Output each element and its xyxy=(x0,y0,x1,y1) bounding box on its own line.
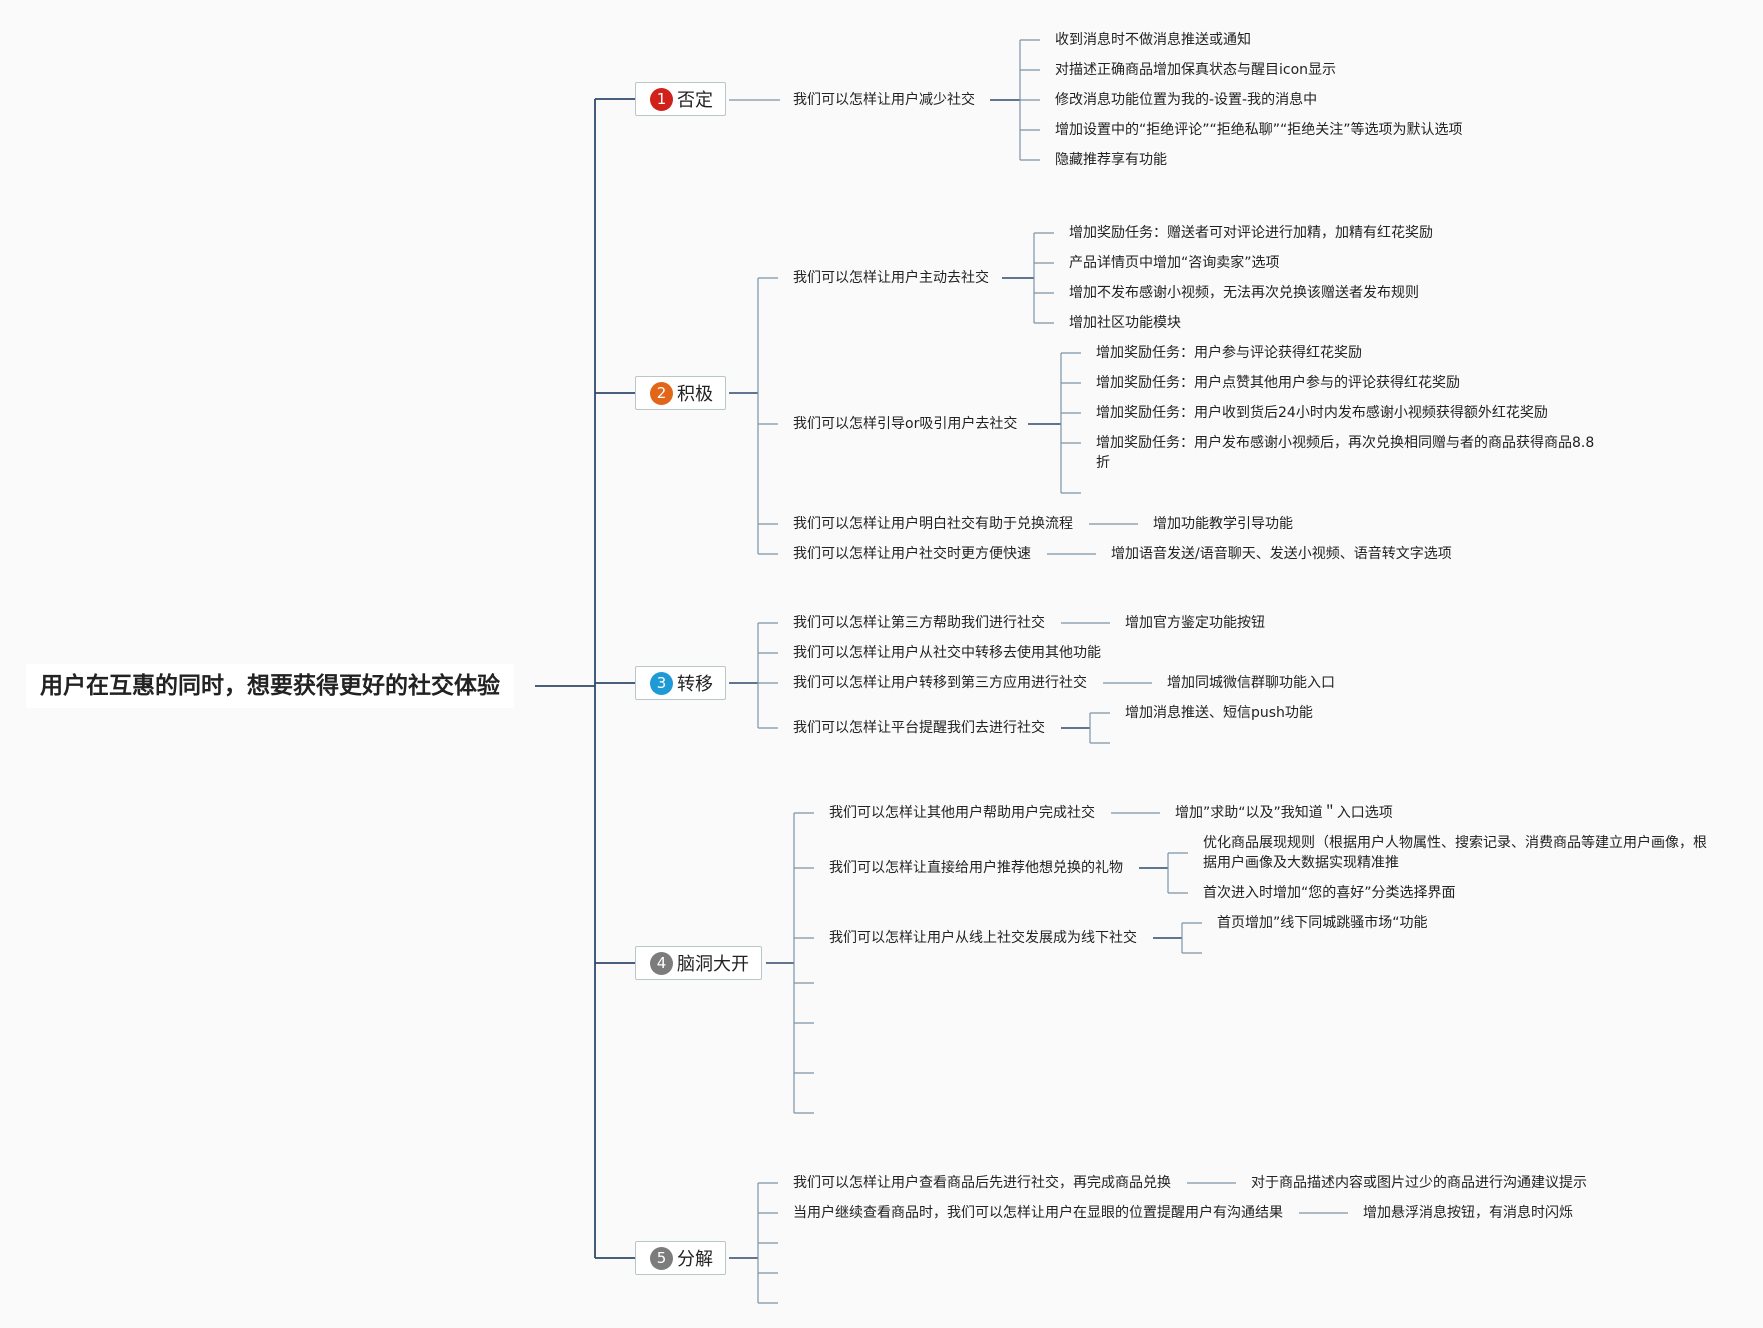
branch-label: 否定 xyxy=(677,90,713,111)
idea-node[interactable]: 对描述正确商品增加保真状态与醒目icon显示 xyxy=(1055,62,1337,78)
branch-label: 分解 xyxy=(677,1249,713,1270)
branch-negate[interactable]: 1 否定 xyxy=(635,82,726,116)
idea-node[interactable]: 增加奖励任务：用户参与评论获得红花奖励 xyxy=(1096,345,1362,361)
question-node[interactable]: 当用户继续查看商品时，我们可以怎样让用户在显眼的位置提醒用户有沟通结果 xyxy=(793,1205,1283,1221)
idea-node[interactable]: 增加奖励任务：用户收到货后24小时内发布感谢小视频获得额外红花奖励 xyxy=(1096,405,1548,421)
badge-number-1: 1 xyxy=(650,87,673,111)
idea-node[interactable]: 增加同城微信群聊功能入口 xyxy=(1167,675,1335,691)
idea-node[interactable]: 产品详情页中增加“咨询卖家”选项 xyxy=(1069,255,1280,271)
idea-node[interactable]: 增加社区功能模块 xyxy=(1069,315,1181,331)
idea-node[interactable]: 增加消息推送、短信push功能 xyxy=(1125,705,1313,721)
question-node[interactable]: 我们可以怎样让用户减少社交 xyxy=(793,92,975,108)
question-node[interactable]: 我们可以怎样让其他用户帮助用户完成社交 xyxy=(829,805,1095,821)
branch-label: 脑洞大开 xyxy=(677,954,749,975)
question-node[interactable]: 我们可以怎样让用户社交时更方便快速 xyxy=(793,546,1031,562)
idea-node[interactable]: 增加奖励任务：用户点赞其他用户参与的评论获得红花奖励 xyxy=(1096,375,1460,391)
idea-node[interactable]: 增加悬浮消息按钮，有消息时闪烁 xyxy=(1363,1205,1573,1221)
idea-node[interactable]: 增加语音发送/语音聊天、发送小视频、语音转文字选项 xyxy=(1111,546,1452,562)
idea-node[interactable]: 收到消息时不做消息推送或通知 xyxy=(1055,32,1251,48)
badge-number-2: 2 xyxy=(650,381,673,405)
badge-number-5: 5 xyxy=(650,1246,673,1270)
question-node[interactable]: 我们可以怎样让用户转移到第三方应用进行社交 xyxy=(793,675,1087,691)
idea-node[interactable]: 优化商品展现规则（根据用户人物属性、搜索记录、消费商品等建立用户画像，根据用户画… xyxy=(1203,835,1707,871)
question-node[interactable]: 我们可以怎样让第三方帮助我们进行社交 xyxy=(793,615,1045,631)
question-node[interactable]: 我们可以怎样让直接给用户推荐他想兑换的礼物 xyxy=(829,860,1123,876)
idea-node[interactable]: 增加不发布感谢小视频，无法再次兑换该赠送者发布规则 xyxy=(1069,285,1419,301)
question-node[interactable]: 我们可以怎样让用户查看商品后先进行社交，再完成商品兑换 xyxy=(793,1175,1171,1191)
question-node[interactable]: 我们可以怎样让用户明白社交有助于兑换流程 xyxy=(793,516,1073,532)
branch-brainstorm[interactable]: 4 脑洞大开 xyxy=(635,946,762,980)
branch-label: 积极 xyxy=(677,384,713,405)
branch-transfer[interactable]: 3 转移 xyxy=(635,666,726,700)
question-node[interactable]: 我们可以怎样引导or吸引用户去社交 xyxy=(793,416,1018,432)
idea-node[interactable]: 首页增加”线下同城跳骚市场“功能 xyxy=(1217,915,1428,931)
idea-node[interactable]: 增加功能教学引导功能 xyxy=(1153,516,1293,532)
question-node[interactable]: 我们可以怎样让用户从社交中转移去使用其他功能 xyxy=(793,645,1101,661)
idea-node[interactable]: 首次进入时增加“您的喜好”分类选择界面 xyxy=(1203,885,1456,901)
branch-decompose[interactable]: 5 分解 xyxy=(635,1241,726,1275)
root-topic: 用户在互惠的同时，想要获得更好的社交体验 xyxy=(26,664,514,708)
badge-number-3: 3 xyxy=(650,671,673,695)
idea-node[interactable]: 增加”求助“以及”我知道＂入口选项 xyxy=(1175,805,1393,821)
idea-node[interactable]: 对于商品描述内容或图片过少的商品进行沟通建议提示 xyxy=(1251,1175,1587,1191)
idea-node[interactable]: 修改消息功能位置为我的-设置-我的消息中 xyxy=(1055,92,1318,108)
question-node[interactable]: 我们可以怎样让用户主动去社交 xyxy=(793,270,989,286)
branch-positive[interactable]: 2 积极 xyxy=(635,376,726,410)
question-node[interactable]: 我们可以怎样让用户从线上社交发展成为线下社交 xyxy=(829,930,1137,946)
branch-label: 转移 xyxy=(677,674,713,695)
idea-node[interactable]: 增加奖励任务：用户发布感谢小视频后，再次兑换相同赠与者的商品获得商品8.8折 xyxy=(1096,435,1595,471)
idea-node[interactable]: 隐藏推荐享有功能 xyxy=(1055,152,1167,168)
question-node[interactable]: 我们可以怎样让平台提醒我们去进行社交 xyxy=(793,720,1045,736)
idea-node[interactable]: 增加设置中的“拒绝评论”“拒绝私聊”“拒绝关注”等选项为默认选项 xyxy=(1055,122,1463,138)
idea-node[interactable]: 增加奖励任务：赠送者可对评论进行加精，加精有红花奖励 xyxy=(1069,225,1433,241)
idea-node[interactable]: 增加官方鉴定功能按钮 xyxy=(1125,615,1265,631)
badge-number-4: 4 xyxy=(650,951,673,975)
